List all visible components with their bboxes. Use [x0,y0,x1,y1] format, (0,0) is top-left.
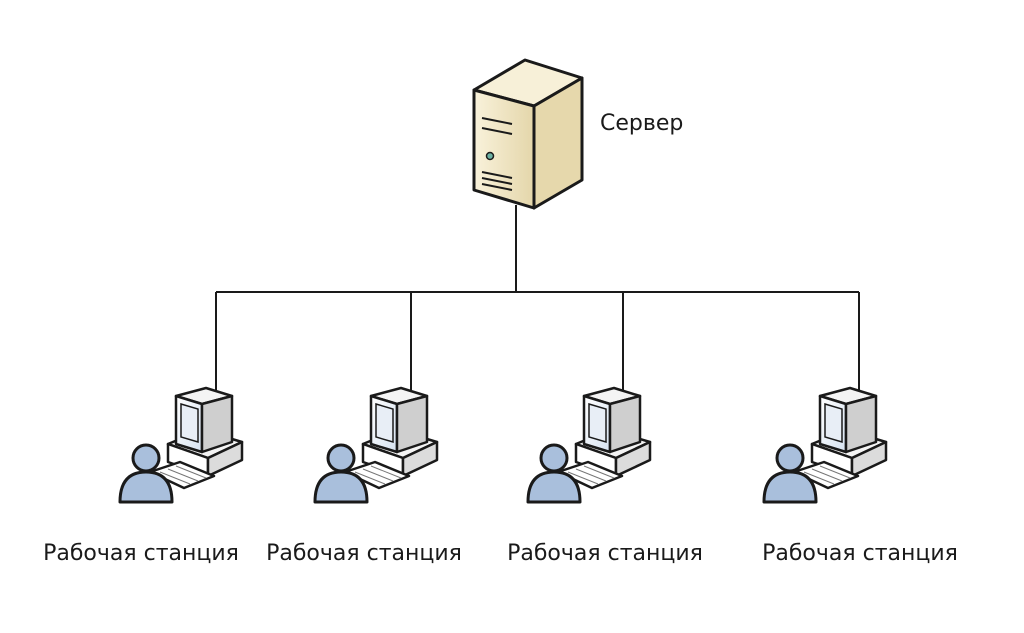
workstation-user-icon [762,386,888,504]
server-tower-icon [472,58,584,210]
workstation-user-icon [118,386,244,504]
connections [215,205,860,392]
workstation-user-icon [313,386,439,504]
workstation-label-1: Рабочая станция [43,541,239,566]
workstation-user-icon [526,386,652,504]
workstation-label-4: Рабочая станция [762,541,958,566]
workstation-label-3: Рабочая станция [507,541,703,566]
workstation-label-2: Рабочая станция [266,541,462,566]
workstations-group [118,386,888,504]
server-label: Сервер [600,111,684,136]
